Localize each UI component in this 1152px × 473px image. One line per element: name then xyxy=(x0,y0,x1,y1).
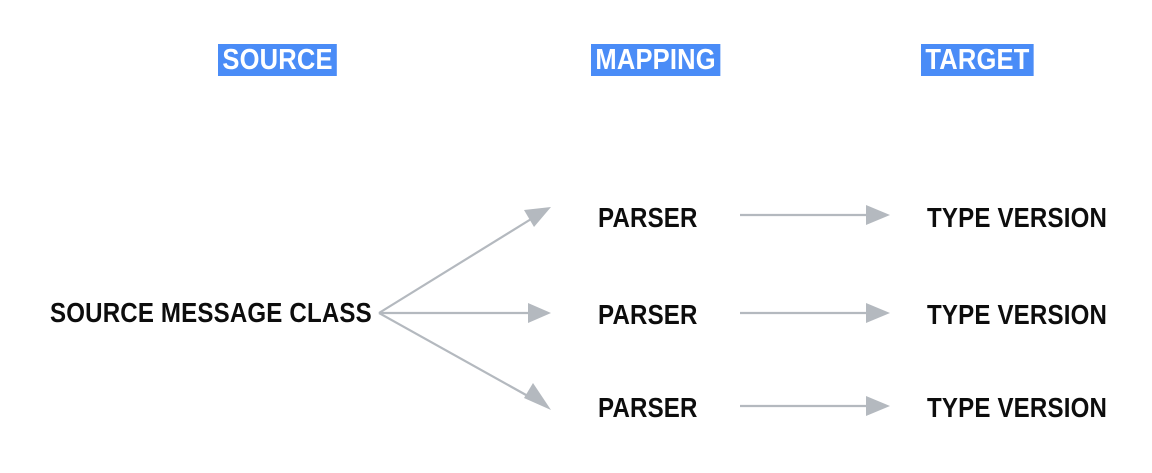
column-header-source: SOURCE xyxy=(218,44,338,76)
node-parser-2: PARSER xyxy=(598,299,698,330)
node-type-version-3: TYPE VERSION xyxy=(927,392,1108,423)
column-header-mapping: MAPPING xyxy=(591,44,721,76)
node-type-version-2: TYPE VERSION xyxy=(927,299,1108,330)
node-type-version-1: TYPE VERSION xyxy=(927,202,1108,233)
edge-source-to-parser-3 xyxy=(378,312,551,410)
edge-source-to-parser-2 xyxy=(379,303,551,323)
edge-parser-3-to-target-3 xyxy=(740,396,890,416)
node-parser-1: PARSER xyxy=(598,202,698,233)
node-parser-3: PARSER xyxy=(598,392,698,423)
edge-parser-2-to-target-2 xyxy=(740,303,890,323)
edge-parser-1-to-target-1 xyxy=(740,205,890,225)
node-source-message-class: SOURCE MESSAGE CLASS xyxy=(50,297,372,328)
edge-source-to-parser-1 xyxy=(378,207,551,314)
column-header-target: TARGET xyxy=(921,44,1034,76)
